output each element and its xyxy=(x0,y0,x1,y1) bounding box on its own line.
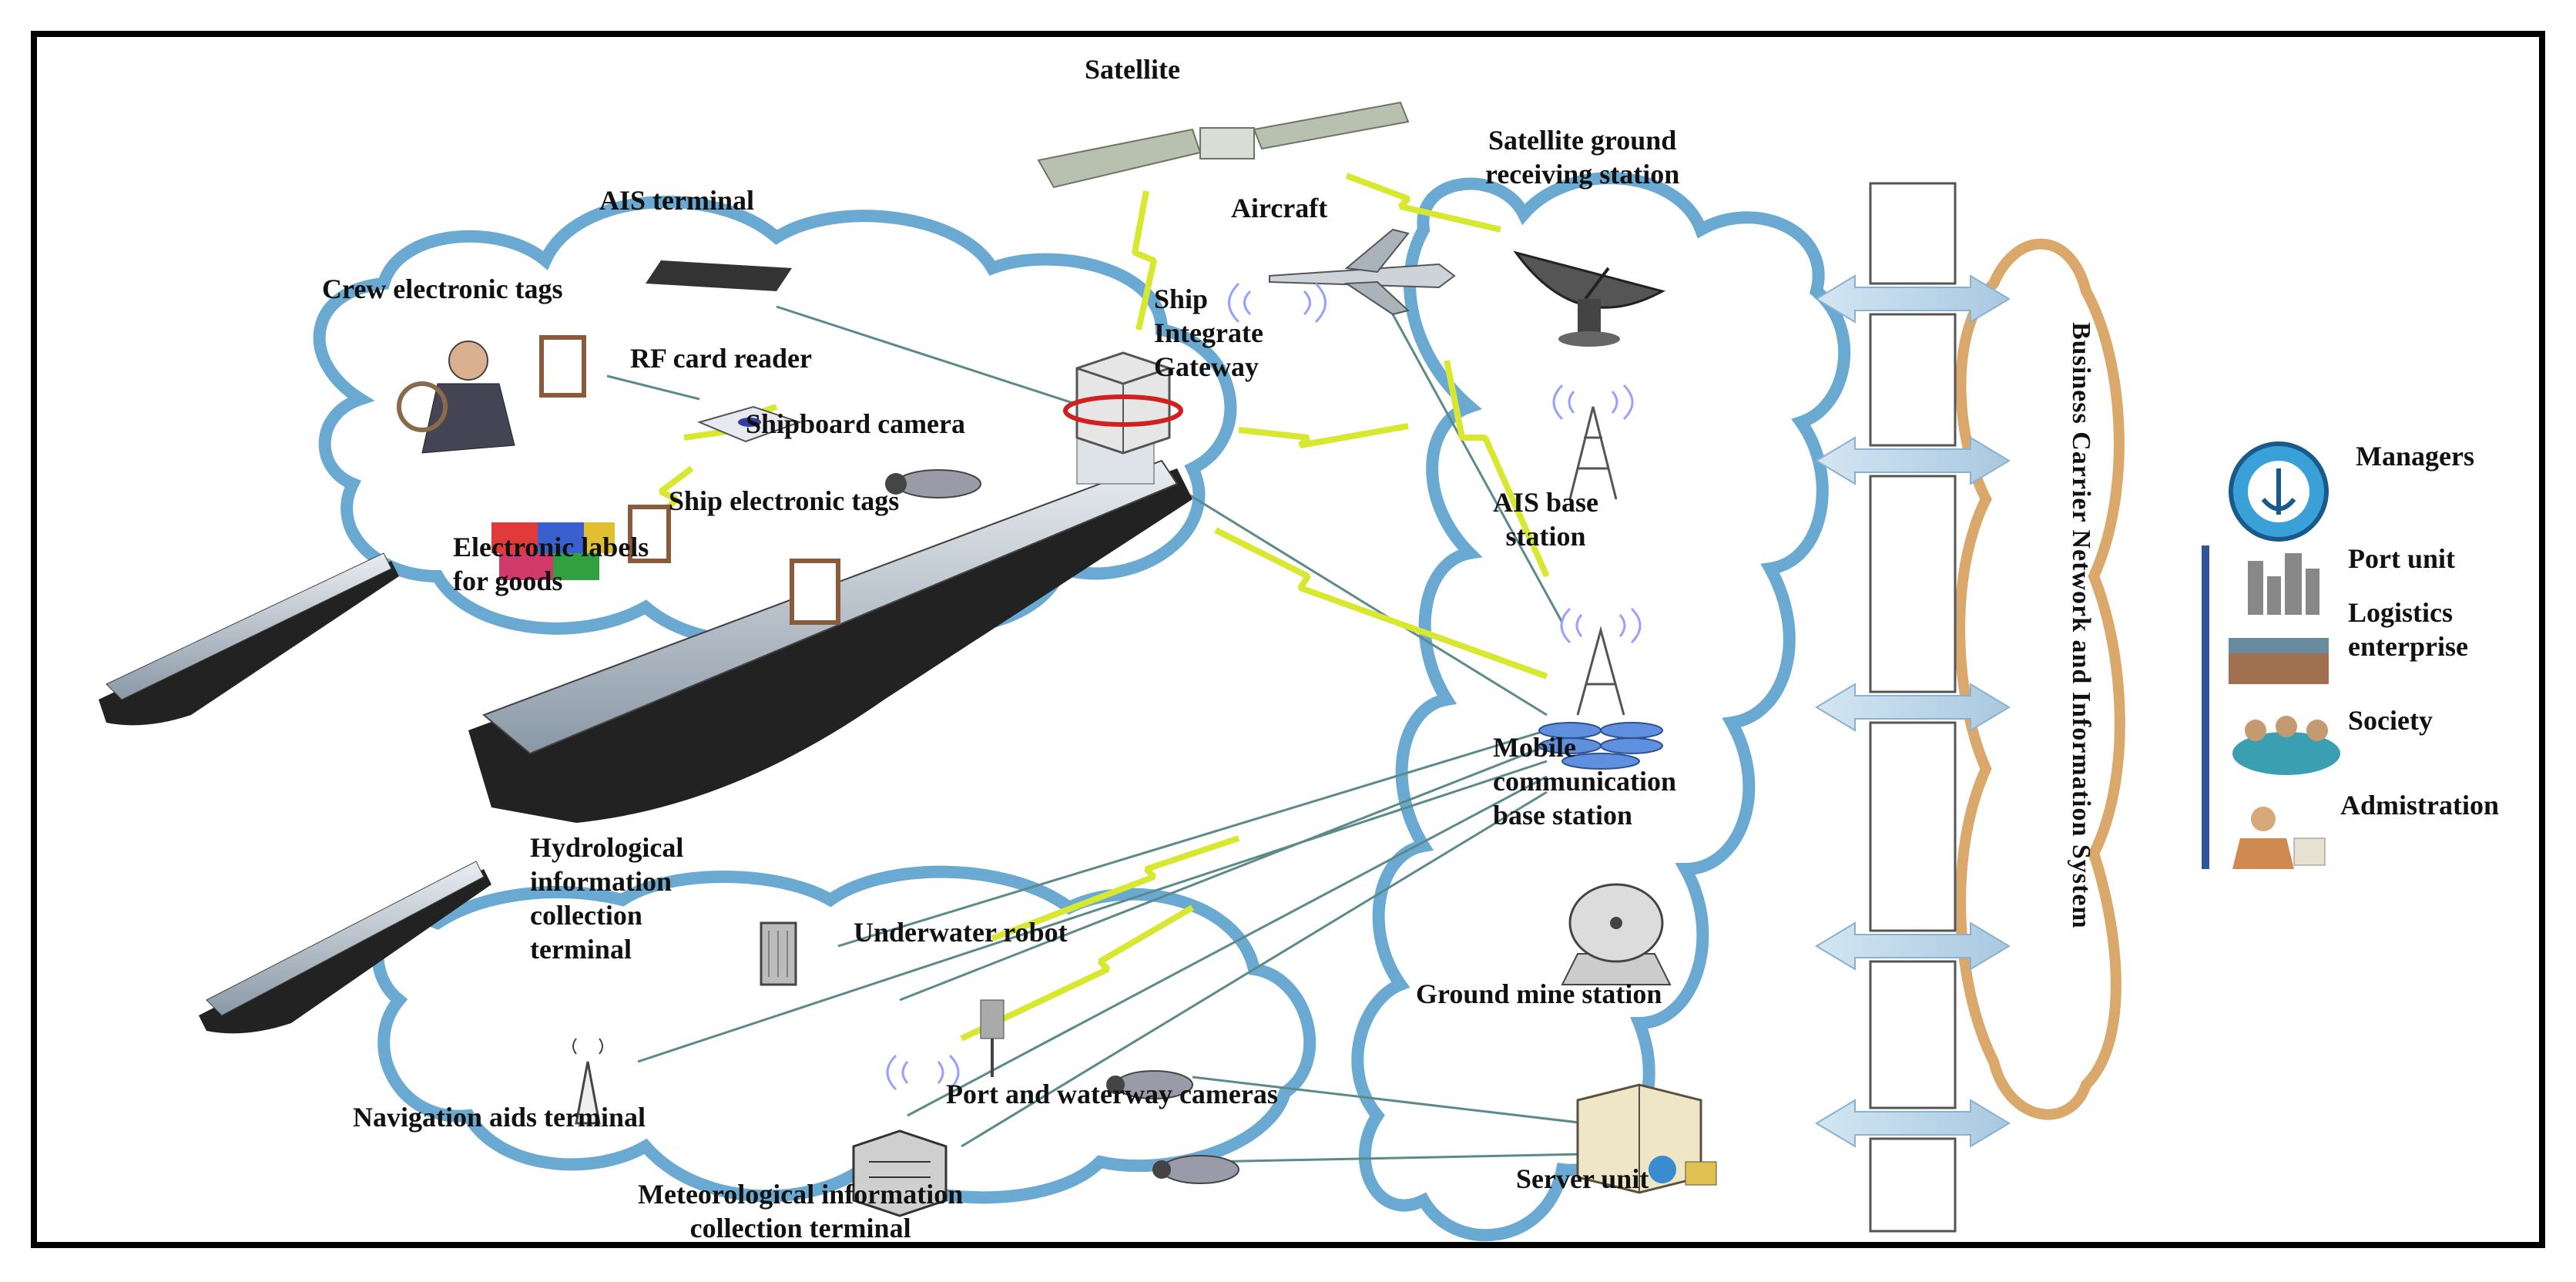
crew-electronic-tag-icon xyxy=(539,335,586,398)
user-label-managers: Managers xyxy=(2356,441,2474,472)
label-business-carrier-system: Business Carrier Network and Information… xyxy=(2067,322,2095,929)
label-server-unit: Server unit xyxy=(1516,1163,1649,1194)
port-camera-icons xyxy=(1106,1070,1239,1184)
goods-containers-icon xyxy=(491,522,615,580)
label-mobile-base-station: Mobile communication base station xyxy=(1493,732,1676,831)
label-shipboard-camera: Shipboard camera xyxy=(746,408,966,439)
label-underwater-robot: Underwater robot xyxy=(854,917,1068,948)
label-ais-terminal: AIS terminal xyxy=(599,185,754,216)
goods-electronic-label-icon xyxy=(628,505,671,563)
label-crew-electronic-tags: Crew electronic tags xyxy=(322,274,563,304)
port-buildings-icon xyxy=(2248,553,2319,615)
label-aircraft: Aircraft xyxy=(1231,193,1328,223)
label-satellite-ground-station: Satellite ground receiving station xyxy=(1485,125,1680,190)
ship-left-bottom-icon xyxy=(199,861,491,1034)
network-link-chain xyxy=(1815,182,2011,1233)
label-satellite: Satellite xyxy=(1085,54,1180,85)
user-label-logistics: Logistics enterprise xyxy=(2348,597,2468,662)
mobile-base-station-icon xyxy=(1538,607,1663,770)
label-ais-base-station: AIS base station xyxy=(1493,487,1599,552)
port-cloud xyxy=(371,865,1317,1204)
ship-electronic-tag-icon xyxy=(790,559,840,625)
society-people-icon xyxy=(2232,716,2340,775)
diagram-artwork xyxy=(99,101,2340,1242)
ship-integrate-gateway-icon xyxy=(1063,351,1183,455)
label-rf-card-reader: RF card reader xyxy=(630,343,812,374)
satellite-icon xyxy=(1037,101,1410,189)
ship-cloud xyxy=(313,196,1237,648)
satellite-dish-icon xyxy=(1513,250,1666,347)
administration-icon xyxy=(2232,807,2326,869)
label-hydrological-terminal: Hydrological information collection term… xyxy=(530,832,684,965)
users-bar xyxy=(2202,545,2209,869)
user-label-society: Society xyxy=(2348,705,2433,736)
label-meteorological-terminal: Meteorological information collection te… xyxy=(638,1179,964,1243)
ground-mine-station-icon xyxy=(1561,883,1672,985)
business-carrier-column xyxy=(1954,238,2125,1120)
logistics-icon xyxy=(2229,638,2329,684)
shipboard-camera-icon xyxy=(885,469,981,498)
china-msa-emblem-icon xyxy=(2229,441,2329,542)
ship-left-top-icon xyxy=(99,552,399,726)
hydrological-terminal-icon xyxy=(760,921,797,986)
user-label-port-unit: Port unit xyxy=(2348,543,2455,574)
users-panel xyxy=(2202,441,2340,869)
aircraft-icon xyxy=(1228,228,1456,324)
diagram-frame: Satellite Satellite ground receiving sta… xyxy=(31,31,2545,1248)
label-ship-electronic-tags: Ship electronic tags xyxy=(669,485,900,516)
user-label-administration: Admistration xyxy=(2340,790,2499,821)
crew-member-icon xyxy=(397,341,515,454)
label-electronic-labels-goods: Electronic labels for goods xyxy=(453,532,649,596)
connection-lines xyxy=(606,305,1586,1163)
label-ground-mine-station: Ground mine station xyxy=(1416,978,1662,1009)
label-navigation-aids: Navigation aids terminal xyxy=(353,1102,646,1133)
underwater-robot-icon xyxy=(886,999,1005,1091)
server-unit-icon xyxy=(1576,1083,1717,1194)
ais-terminal-icon xyxy=(646,260,792,291)
meteorological-terminal-icon xyxy=(852,1129,948,1217)
navigation-aids-icon xyxy=(572,1038,603,1125)
label-port-cameras: Port and waterway cameras xyxy=(946,1079,1278,1109)
label-ship-integrate-gateway: Ship Integrate Gateway xyxy=(1154,284,1263,382)
rf-card-reader-icon xyxy=(696,405,803,443)
ais-base-tower-icon xyxy=(1552,384,1634,500)
